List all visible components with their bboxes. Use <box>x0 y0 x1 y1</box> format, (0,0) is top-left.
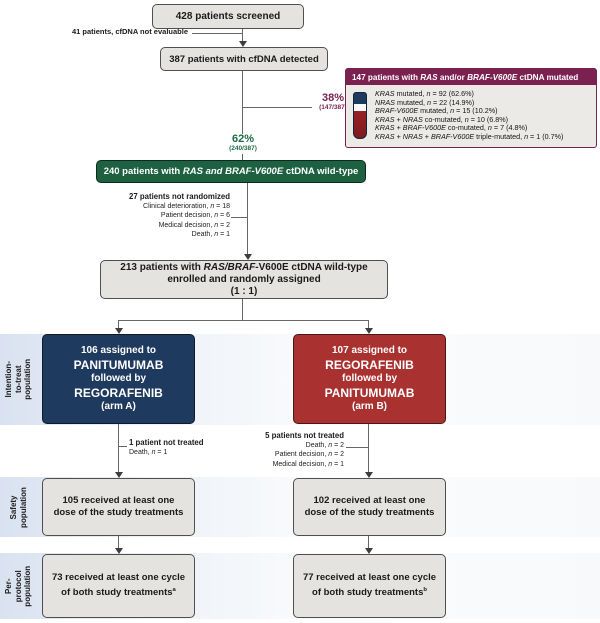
line-enrolled-stub <box>242 299 244 320</box>
arm-a-line: followed by <box>91 373 146 384</box>
not-randomized-item: Medical decision, n = 2 <box>158 221 230 229</box>
line-branch-mutated <box>242 107 312 109</box>
not-randomized-item: Clinical deterioration, n = 18 <box>143 202 230 210</box>
not-treated-b-note: 5 patients not treated Death, n = 2 Pati… <box>230 431 344 469</box>
arrowhead-down-icon <box>365 328 373 334</box>
itt-label-line1: Intention-to-treat <box>3 361 23 398</box>
mutation-item: KRAS mutated, n = 92 (62.6%) <box>375 89 474 98</box>
line-randomization-split <box>118 320 369 322</box>
pp-b-line2: of both study treatmentsb <box>312 587 427 599</box>
not-treated-b-header: 5 patients not treated <box>265 431 344 440</box>
mutation-item: KRAS + BRAF-V600E co-mutated, n = 7 (4.8… <box>375 123 528 133</box>
line-safety-b-to-pp <box>368 536 370 549</box>
arm-b-box: 107 assigned to REGORAFENIB followed by … <box>293 334 446 424</box>
line-safety-a-to-pp <box>118 536 120 549</box>
safety-label-line2: population <box>18 486 28 528</box>
safety-b-line1: 102 received at least one <box>313 495 426 506</box>
blood-sample-tube-icon <box>353 92 367 140</box>
not-randomized-item: Death, n = 1 <box>191 231 230 238</box>
arm-b-line: followed by <box>342 373 397 384</box>
arrowhead-down-icon <box>365 472 373 478</box>
mutation-list: KRAS mutated, n = 92 (62.6%) NRAS mutate… <box>375 89 564 142</box>
not-treated-b-item: Medical decision, n = 1 <box>272 460 344 468</box>
arm-b-line: 107 assigned to <box>331 345 408 356</box>
arm-a-drug2: REGORAFENIB <box>74 386 163 400</box>
wildtype-percentage: 62% (240/387) <box>213 134 273 154</box>
safety-a-box: 105 received at least one dose of the st… <box>42 478 195 536</box>
not-randomized-header: 27 patients not randomized <box>129 192 230 201</box>
line-to-not-treated-b <box>346 447 368 449</box>
arrowhead-down-icon <box>239 41 247 47</box>
mutated-frac-text: (147/387) <box>319 104 347 111</box>
arrowhead-down-icon <box>244 254 252 260</box>
pp-a-line1: 73 received at least one cycle <box>51 572 186 584</box>
wildtype-frac-text: (240/387) <box>229 145 257 152</box>
safety-a-line2: dose of the study treatments <box>53 507 184 518</box>
line-to-not-evaluable <box>192 33 242 35</box>
mutation-item: KRAS + NRAS co-mutated, n = 10 (6.8%) <box>375 114 509 124</box>
line-arm-b-to-safety <box>368 424 370 472</box>
line-screened-to-detected <box>242 29 244 42</box>
not-randomized-item: Patient decision, n = 6 <box>160 212 230 219</box>
mutation-item: KRAS + NRAS + BRAF-V600E triple-mutated,… <box>375 131 564 141</box>
screened-text: 428 patients screened <box>175 11 281 22</box>
population-label-pp: Per-protocol population <box>0 553 36 619</box>
cfdna-detected-text: 387 patients with cfDNA detected <box>169 53 319 65</box>
arm-b-label: (arm B) <box>351 401 387 412</box>
screened-box: 428 patients screened <box>152 4 304 29</box>
enrolled-line3: (1 : 1) <box>230 285 258 297</box>
pp-b-line1: 77 received at least one cycle <box>302 572 437 584</box>
arrowhead-down-icon <box>365 548 373 554</box>
not-treated-a-item: Death, n = 1 <box>129 448 168 456</box>
wildtype-box-text: 240 patients with RAS and BRAF-V600E ctD… <box>103 166 359 177</box>
line-detected-to-wildtype <box>242 71 244 160</box>
safety-label-line1: Safety <box>8 494 18 520</box>
pp-label-line1: Per-protocol <box>3 570 23 603</box>
line-to-arm-b <box>368 320 370 329</box>
arm-a-line: 106 assigned to <box>80 345 157 356</box>
line-to-arm-a <box>118 320 120 329</box>
itt-label-line2: population <box>22 359 32 400</box>
line-arm-a-to-safety <box>118 424 120 472</box>
line-wildtype-to-enrolled <box>247 183 249 254</box>
not-evaluable-text: 41 patients, cfDNA not evaluable <box>71 27 188 36</box>
safety-b-box: 102 received at least one dose of the st… <box>293 478 446 536</box>
arm-a-label: (arm A) <box>101 401 136 412</box>
wildtype-box: 240 patients with RAS and BRAF-V600E ctD… <box>96 160 366 183</box>
mutated-detail-box: 147 patients with RAS and/or BRAF-V600E … <box>345 68 597 148</box>
mutated-detail-header: 147 patients with RAS and/or BRAF-V600E … <box>346 69 596 85</box>
pp-a-line2: of both study treatmentsa <box>61 587 176 599</box>
enrolled-line1: 213 patients with RAS/BRAF-V600E ctDNA w… <box>120 261 368 273</box>
arm-b-drug2: PANITUMUMAB <box>324 386 415 400</box>
population-label-safety: Safety population <box>0 477 36 537</box>
pp-label-line2: population <box>22 565 32 607</box>
mutation-item: NRAS mutated, n = 22 (14.9%) <box>375 97 475 107</box>
not-treated-b-item: Death, n = 2 <box>305 441 344 449</box>
enrolled-box: 213 patients with RAS/BRAF-V600E ctDNA w… <box>100 260 388 299</box>
safety-b-line2: dose of the study treatments <box>304 507 435 518</box>
arrowhead-down-icon <box>115 548 123 554</box>
not-randomized-note: 27 patients not randomized Clinical dete… <box>40 192 230 240</box>
safety-a-line1: 105 received at least one <box>62 495 175 506</box>
arm-a-box: 106 assigned to PANITUMUMAB followed by … <box>42 334 195 424</box>
mutation-item: BRAF-V600E mutated, n = 15 (10.2%) <box>375 106 498 116</box>
cfdna-detected-box: 387 patients with cfDNA detected <box>160 47 328 71</box>
per-protocol-b-box: 77 received at least one cycle of both s… <box>293 554 446 618</box>
arrowhead-down-icon <box>115 472 123 478</box>
arm-a-drug1: PANITUMUMAB <box>73 358 164 372</box>
population-label-itt: Intention-to-treat population <box>0 334 36 425</box>
arrowhead-down-icon <box>115 328 123 334</box>
arm-b-drug1: REGORAFENIB <box>325 358 414 372</box>
line-to-not-treated-a <box>119 446 127 448</box>
enrolled-line2: enrolled and randomly assigned <box>167 273 321 285</box>
mutated-pct-text: 38% <box>321 92 345 104</box>
mutated-percentage: 38% (147/387) <box>312 93 354 113</box>
not-treated-b-item: Patient decision, n = 2 <box>274 451 344 458</box>
not-evaluable-note: 41 patients, cfDNA not evaluable <box>20 27 188 37</box>
per-protocol-a-box: 73 received at least one cycle of both s… <box>42 554 195 618</box>
wildtype-pct-text: 62% <box>231 133 255 145</box>
not-treated-a-note: 1 patient not treated Death, n = 1 <box>129 438 249 457</box>
not-treated-a-header: 1 patient not treated <box>129 438 204 447</box>
line-to-not-randomized <box>231 217 247 219</box>
